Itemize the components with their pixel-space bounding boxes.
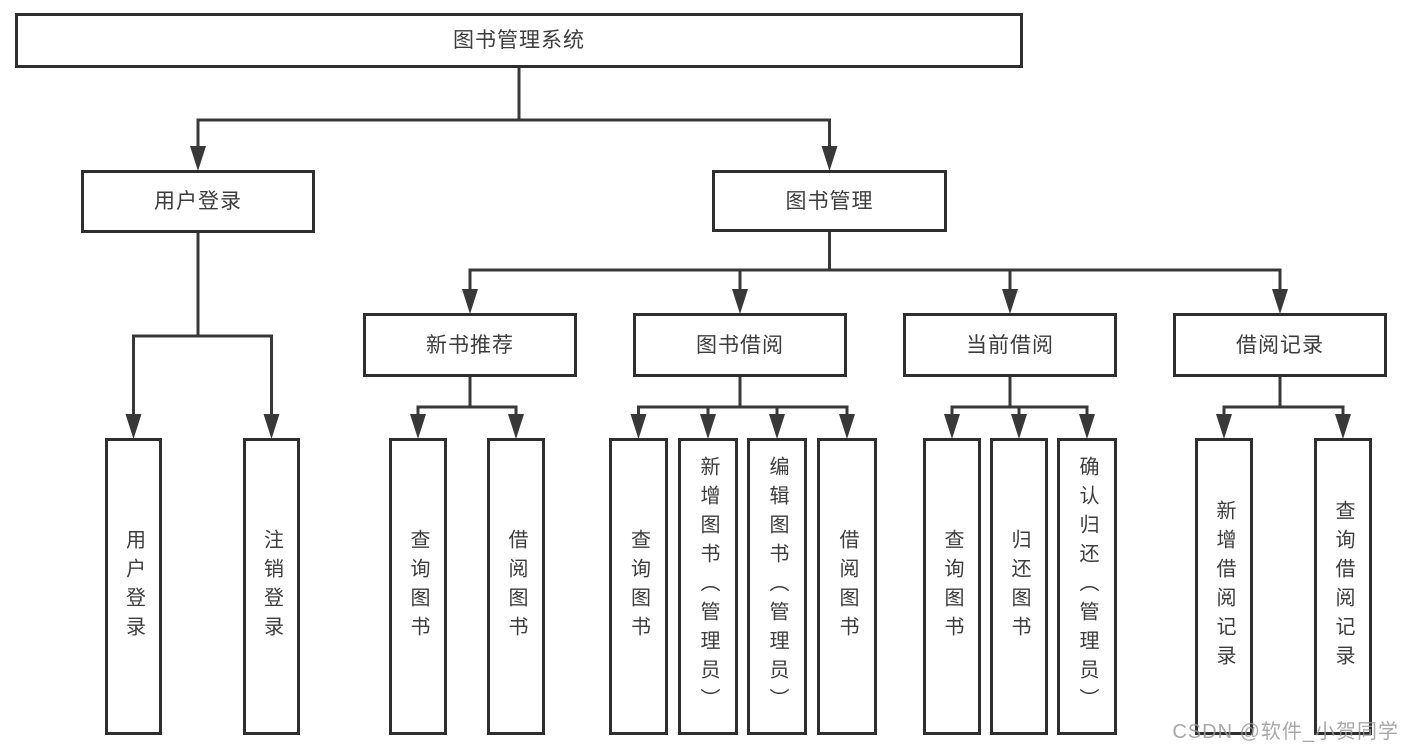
node-leaf-new-query: 查询图书 bbox=[389, 438, 447, 735]
arrow-down-icon bbox=[944, 414, 960, 439]
node-label: 图书管理系统 bbox=[453, 29, 585, 52]
node-label: 新增借阅记录 bbox=[1213, 499, 1235, 674]
node-current: 当前借阅 bbox=[903, 313, 1117, 377]
node-leaf-rec-add: 新增借阅记录 bbox=[1195, 438, 1253, 735]
arrow-down-icon bbox=[630, 414, 647, 439]
arrow-down-icon bbox=[839, 414, 855, 439]
arrow-down-icon bbox=[732, 289, 748, 314]
arrow-down-icon bbox=[769, 414, 785, 439]
node-label: 归还图书 bbox=[1008, 528, 1030, 645]
arrow-down-icon bbox=[125, 414, 142, 439]
node-label: 确认归还（管理员） bbox=[1076, 456, 1098, 717]
node-label: 图书管理 bbox=[785, 189, 874, 213]
node-label: 查询图书 bbox=[407, 528, 429, 645]
arrow-down-icon bbox=[190, 146, 206, 171]
node-label: 用户登录 bbox=[122, 528, 145, 645]
arrow-down-icon bbox=[821, 146, 838, 171]
arrow-down-icon bbox=[1011, 414, 1027, 439]
arrow-down-icon bbox=[1216, 414, 1232, 439]
node-label: 编辑图书（管理员） bbox=[766, 456, 788, 717]
node-leaf-cur-query: 查询图书 bbox=[923, 438, 981, 735]
arrow-down-icon bbox=[410, 414, 426, 439]
node-label: 新增图书（管理员） bbox=[697, 456, 719, 717]
node-label: 当前借阅 bbox=[966, 333, 1054, 357]
node-label: 借阅图书 bbox=[505, 528, 527, 645]
node-label: 查询借阅记录 bbox=[1332, 499, 1354, 674]
node-leaf-bor-query: 查询图书 bbox=[609, 438, 668, 735]
node-leaf-new-borrow: 借阅图书 bbox=[487, 438, 545, 735]
node-login: 用户登录 bbox=[81, 170, 315, 233]
node-leaf-cur-return: 归还图书 bbox=[990, 438, 1048, 735]
arrow-down-icon bbox=[508, 414, 524, 439]
node-label: 注销登录 bbox=[260, 528, 283, 645]
node-leaf-bor-add: 新增图书（管理员） bbox=[678, 438, 738, 735]
arrow-down-icon bbox=[462, 289, 478, 314]
watermark: CSDN @软件_小贺同学 bbox=[1172, 721, 1399, 743]
node-leaf-cur-confirm: 确认归还（管理员） bbox=[1057, 438, 1117, 735]
node-leaf-bor-edit: 编辑图书（管理员） bbox=[747, 438, 807, 735]
arrow-down-icon bbox=[1079, 414, 1095, 439]
node-label: 借阅图书 bbox=[836, 528, 858, 645]
arrow-down-icon bbox=[1002, 289, 1018, 314]
node-label: 新书推荐 bbox=[426, 333, 514, 357]
node-label: 用户登录 bbox=[154, 190, 242, 213]
node-mgmt: 图书管理 bbox=[712, 170, 947, 232]
node-label: 查询图书 bbox=[627, 528, 650, 645]
node-leaf-rec-query: 查询借阅记录 bbox=[1314, 438, 1372, 735]
arrow-down-icon bbox=[1335, 414, 1351, 439]
node-leaf-bor-borrow: 借阅图书 bbox=[817, 438, 877, 735]
arrow-down-icon bbox=[1272, 289, 1288, 314]
node-label: 查询图书 bbox=[941, 528, 963, 645]
node-records: 借阅记录 bbox=[1173, 313, 1387, 377]
node-label: 借阅记录 bbox=[1236, 333, 1324, 357]
node-leaf-logout: 注销登录 bbox=[243, 438, 300, 735]
node-borrow: 图书借阅 bbox=[633, 313, 847, 377]
node-newbook: 新书推荐 bbox=[363, 313, 577, 377]
node-label: 图书借阅 bbox=[696, 333, 784, 357]
node-leaf-user-login: 用户登录 bbox=[105, 438, 162, 735]
arrow-down-icon bbox=[700, 414, 716, 439]
arrow-down-icon bbox=[263, 414, 280, 439]
node-root: 图书管理系统 bbox=[15, 13, 1023, 68]
